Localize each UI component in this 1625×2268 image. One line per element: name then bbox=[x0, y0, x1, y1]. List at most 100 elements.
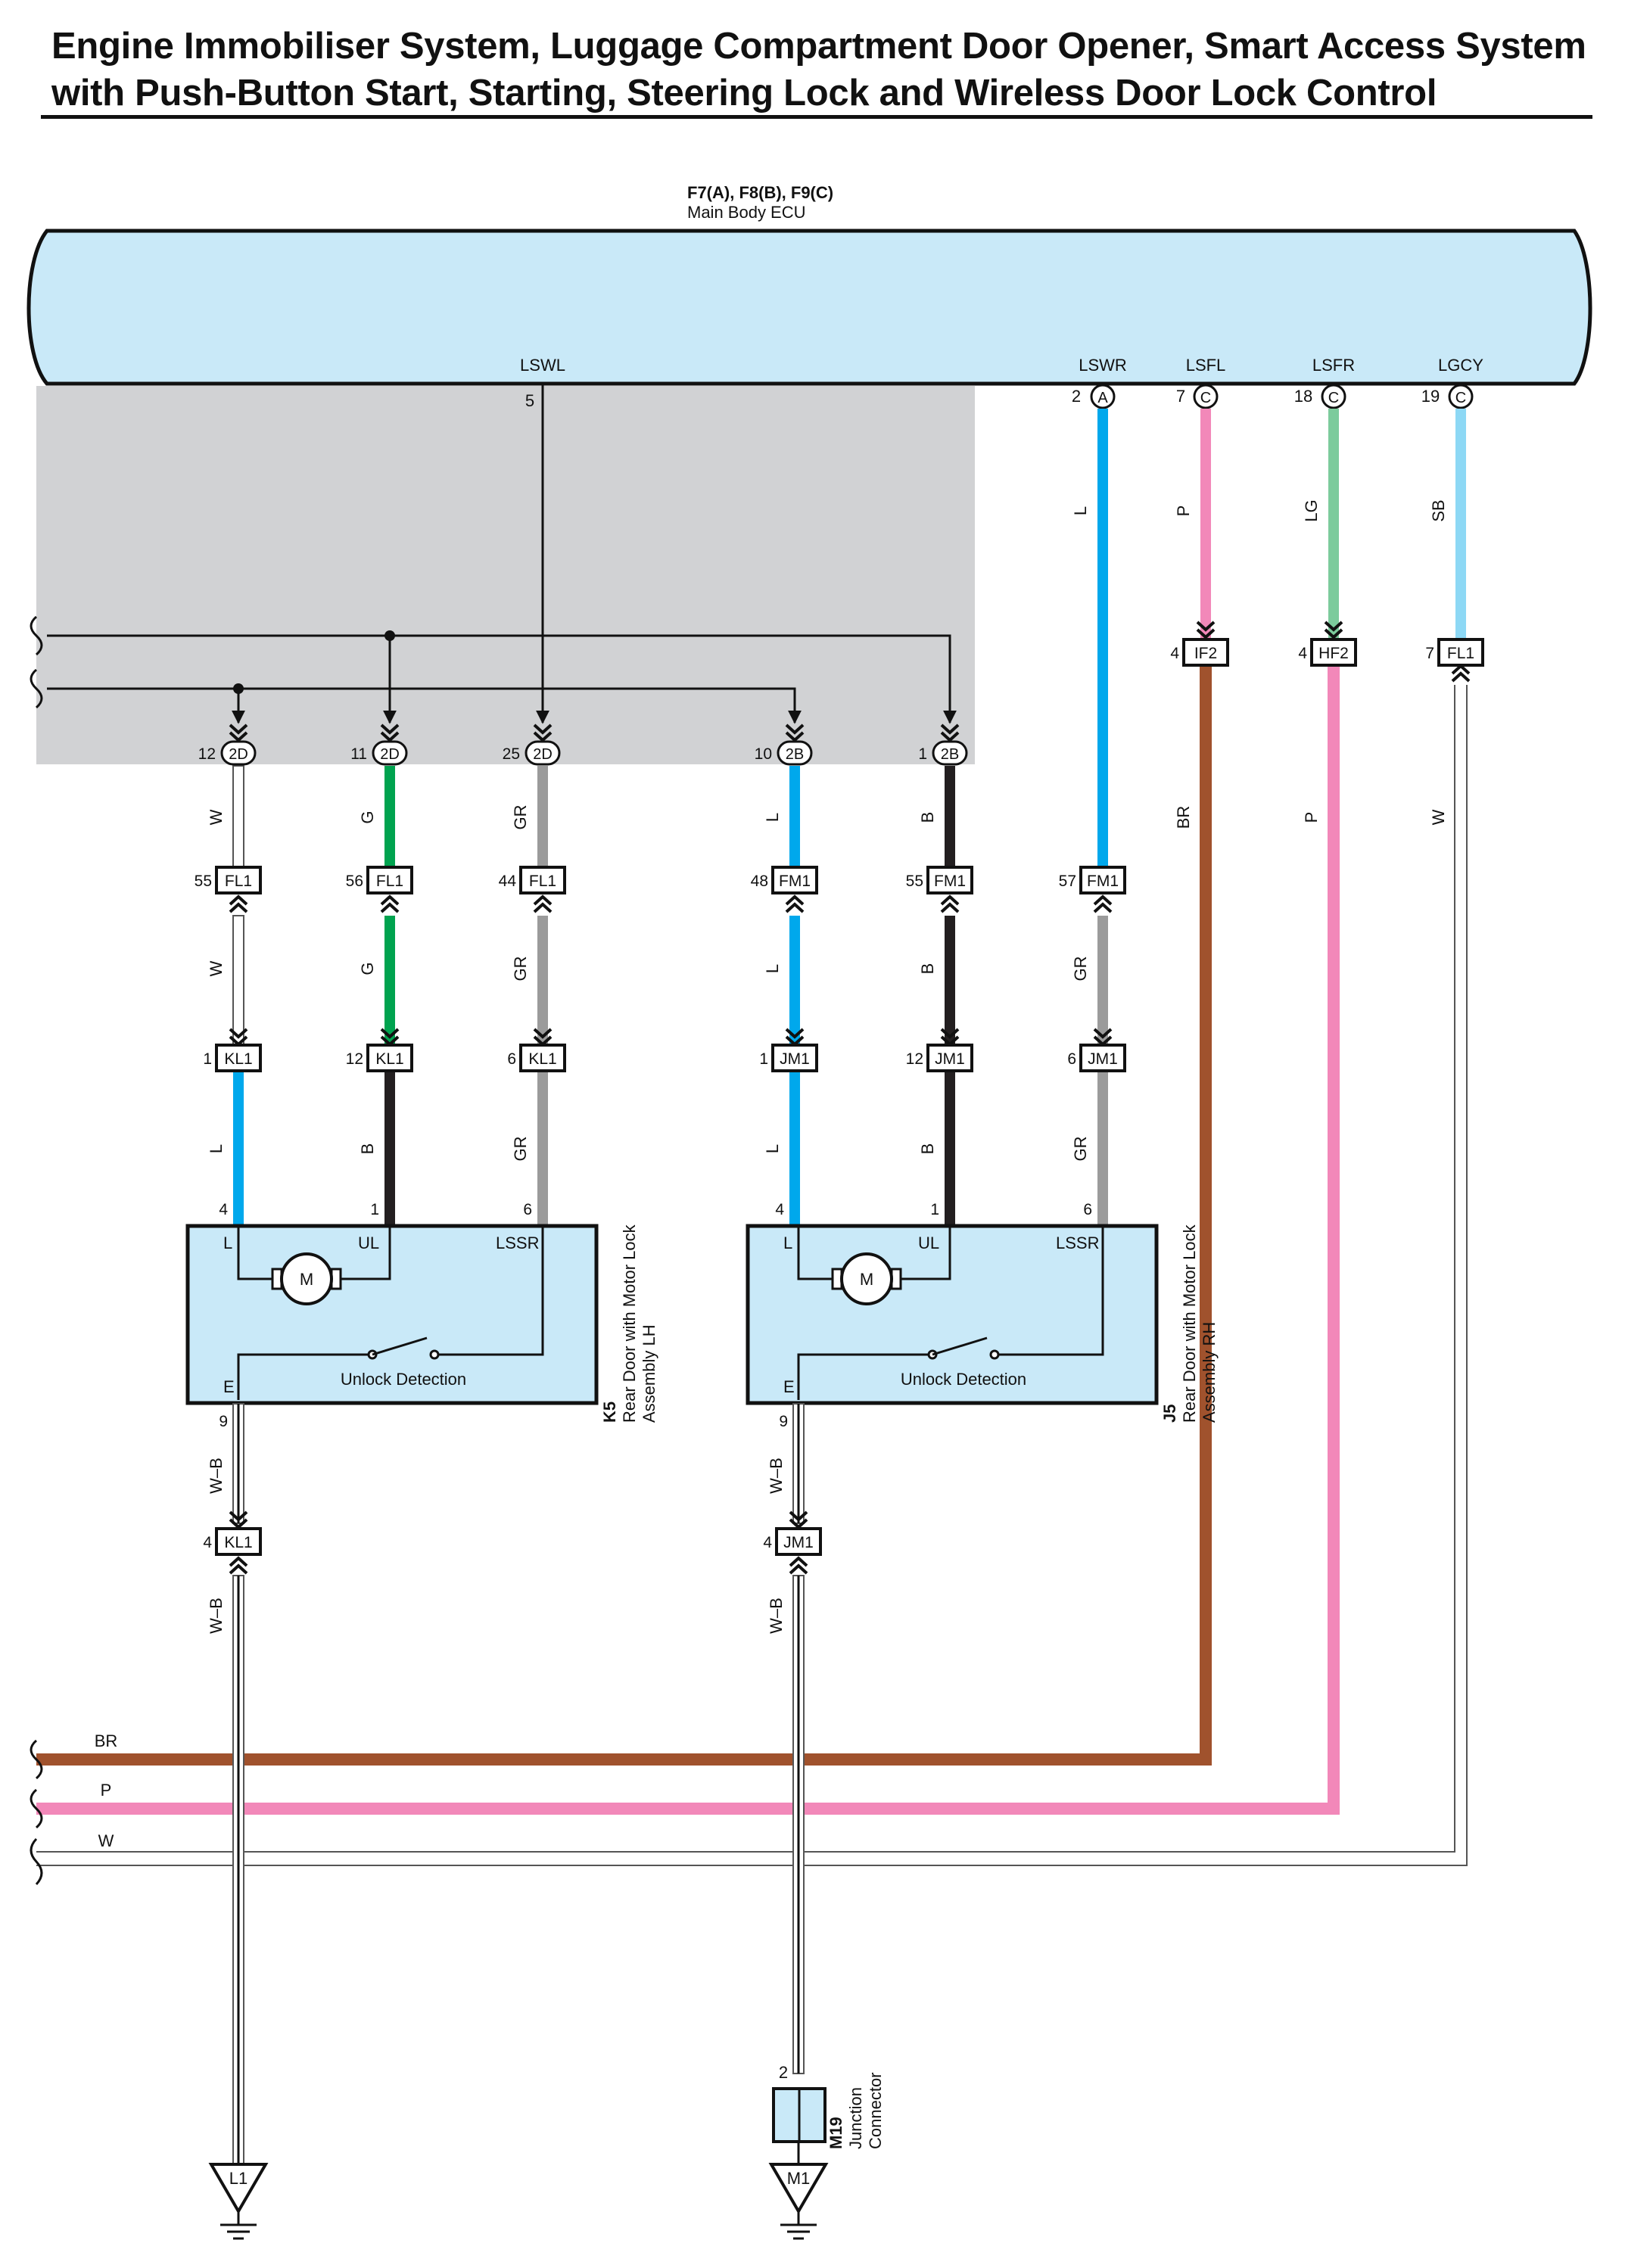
chevron-up-icon bbox=[1451, 671, 1471, 683]
switch-wire bbox=[437, 1226, 544, 1356]
wire-segment bbox=[789, 916, 800, 1044]
wire-color-label: GR bbox=[511, 805, 530, 830]
wire-segment bbox=[384, 766, 395, 866]
terminal-e: E bbox=[223, 1377, 235, 1396]
connector-box bbox=[926, 866, 973, 894]
chevron-up-icon bbox=[380, 902, 400, 913]
connector-name: FM1 bbox=[779, 873, 811, 890]
terminal-ul: UL bbox=[358, 1234, 379, 1252]
connector-box bbox=[926, 1044, 973, 1072]
motor-wire bbox=[797, 1226, 833, 1280]
motor-wire bbox=[237, 1226, 272, 1280]
door-terminal-pin: 6 bbox=[1083, 1201, 1092, 1218]
switch-label: Unlock Detection bbox=[341, 1370, 466, 1389]
ecu-name: Main Body ECU bbox=[687, 203, 806, 222]
wire-color-label: W–B bbox=[207, 1598, 226, 1634]
motor-label: M bbox=[860, 1270, 873, 1289]
connector-name: JM1 bbox=[1088, 1050, 1118, 1068]
terminal-pin: 2 bbox=[1072, 387, 1081, 406]
title-rule bbox=[41, 115, 1592, 119]
inline-connector-name: 2B bbox=[786, 746, 804, 763]
chevron-up-icon bbox=[940, 894, 960, 906]
terminal-ul: UL bbox=[918, 1234, 939, 1252]
wire-p-run bbox=[36, 666, 1340, 1815]
chevron-up-icon bbox=[789, 1563, 808, 1575]
ecu-terminal-lsfr: LSFR 18 C bbox=[1294, 356, 1355, 409]
chevron-up-icon bbox=[789, 1556, 808, 1567]
door-id: K5 bbox=[600, 1402, 619, 1423]
wire-color-label: B bbox=[918, 1143, 937, 1155]
wire-color-label: BR bbox=[1174, 806, 1193, 829]
wire-segment bbox=[945, 1072, 955, 1224]
wire-color-label: G bbox=[358, 810, 377, 823]
chevron-down-icon bbox=[1093, 1028, 1113, 1039]
wire-segment bbox=[537, 916, 548, 1044]
wire-segment bbox=[537, 1072, 548, 1224]
top-wire bbox=[1097, 409, 1108, 870]
chevron-up-icon bbox=[229, 1563, 248, 1575]
wire-color-label: W–B bbox=[767, 1598, 786, 1634]
wire-color-label: W–B bbox=[767, 1458, 786, 1494]
chevron-down-icon bbox=[1196, 628, 1216, 639]
switch-label: Unlock Detection bbox=[901, 1370, 1026, 1389]
wire-segment bbox=[384, 916, 395, 1044]
wire-color-label: SB bbox=[1429, 499, 1448, 521]
signal-bus bbox=[30, 384, 957, 724]
wire-color-label: W–B bbox=[207, 1458, 226, 1494]
connector-pin: 4 bbox=[763, 1534, 772, 1551]
chevron-down-icon bbox=[940, 731, 960, 742]
connector-box bbox=[1079, 866, 1126, 894]
ground-icon bbox=[208, 2163, 269, 2214]
connector-pin: 55 bbox=[195, 873, 212, 890]
inline-connector-name: 2B bbox=[941, 746, 959, 763]
wire-segment bbox=[1097, 1072, 1108, 1224]
ecu-terminal-lswr: LSWR 2 A bbox=[1072, 356, 1127, 409]
terminal-connector: A bbox=[1097, 390, 1108, 406]
motor-icon bbox=[840, 1252, 893, 1305]
wire-color-label: L bbox=[763, 1144, 782, 1153]
connector-box bbox=[771, 866, 818, 894]
wire-color-label: L bbox=[763, 964, 782, 973]
wire-break bbox=[30, 1788, 43, 1829]
terminal-label: LSWR bbox=[1079, 356, 1127, 375]
connector-name: KL1 bbox=[224, 1534, 252, 1551]
wire-segment bbox=[384, 1072, 395, 1224]
shaded-region bbox=[36, 386, 975, 764]
title-line-2: with Push-Button Start, Starting, Steeri… bbox=[51, 73, 1437, 114]
chevron-up-icon bbox=[1093, 894, 1113, 906]
wire-color-label: G bbox=[358, 962, 377, 975]
chevron-up-icon bbox=[380, 894, 400, 906]
connector-box bbox=[1182, 638, 1229, 667]
terminal-e: E bbox=[783, 1377, 795, 1396]
terminal-l: L bbox=[783, 1234, 792, 1252]
bus-junction-dot bbox=[384, 630, 395, 641]
chevron-up-icon bbox=[229, 902, 248, 913]
e-pin: 9 bbox=[219, 1413, 228, 1430]
door-id: J5 bbox=[1160, 1405, 1179, 1423]
inline-connector-name: 2D bbox=[380, 746, 400, 763]
wire-color-label: GR bbox=[511, 957, 530, 982]
chevron-down-icon bbox=[380, 731, 400, 742]
chevron-down-icon bbox=[229, 731, 248, 742]
ecu-terminal-lsfl: LSFL 7 C bbox=[1176, 356, 1225, 409]
inline-connector-pin: 10 bbox=[755, 745, 772, 763]
chevron-up-icon bbox=[229, 1556, 248, 1567]
connector-box bbox=[366, 1044, 413, 1072]
connector-name: JM1 bbox=[935, 1050, 965, 1068]
connector-name: IF2 bbox=[1194, 645, 1217, 662]
switch-arm bbox=[932, 1336, 988, 1356]
inline-connector-pin: 1 bbox=[918, 745, 927, 763]
junction-id: M19 bbox=[827, 2117, 845, 2149]
chevron-up-icon bbox=[940, 902, 960, 913]
chevron-down-icon bbox=[785, 731, 805, 742]
connector-pin: 6 bbox=[1067, 1050, 1076, 1068]
connector-pin: 57 bbox=[1059, 873, 1076, 890]
switch-arm bbox=[372, 1336, 428, 1356]
e-pin: 9 bbox=[779, 1413, 788, 1430]
motor-wire bbox=[901, 1226, 951, 1280]
connector-pin: 55 bbox=[906, 873, 923, 890]
wire-segment bbox=[233, 1072, 244, 1224]
